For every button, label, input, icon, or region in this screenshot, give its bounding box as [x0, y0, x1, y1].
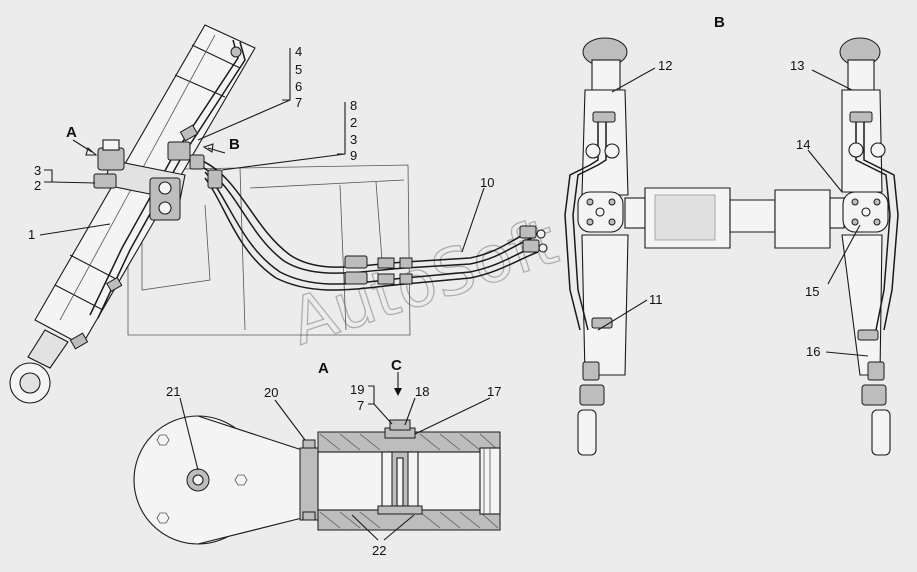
label-view-c: C [391, 357, 402, 374]
callout-22: 22 [372, 543, 386, 558]
leaders-right [597, 67, 869, 357]
label-view-b-title: B [714, 14, 725, 31]
callout-14: 14 [796, 137, 810, 152]
callout-10: 10 [480, 175, 494, 190]
callout-9: 9 [350, 148, 357, 163]
callout-17: 17 [487, 384, 501, 399]
callout-labels: A B B A C 1 2 3 4 5 6 7 8 2 3 9 10 11 12… [28, 14, 820, 558]
callout-8: 8 [350, 98, 357, 113]
callout-3-b: 3 [350, 132, 357, 147]
section-a [133, 415, 501, 545]
callout-7-b: 7 [357, 398, 364, 413]
callout-20: 20 [264, 385, 278, 400]
label-view-a: A [66, 124, 77, 141]
mount-bracket [93, 139, 191, 221]
callout-12: 12 [658, 58, 672, 73]
callout-16: 16 [806, 344, 820, 359]
callout-2-b: 2 [350, 115, 357, 130]
callout-2: 2 [34, 178, 41, 193]
callout-6: 6 [295, 79, 302, 94]
callout-1: 1 [28, 227, 35, 242]
callout-15: 15 [805, 284, 819, 299]
callout-21: 21 [166, 384, 180, 399]
hydraulic-cylinder [9, 24, 256, 404]
callout-4: 4 [295, 44, 302, 59]
callout-5: 5 [295, 62, 302, 77]
label-view-b: B [229, 136, 240, 153]
callout-7: 7 [295, 95, 302, 110]
callout-13: 13 [790, 58, 804, 73]
leaders-left [39, 48, 485, 253]
hose-pair [189, 154, 548, 291]
callout-11: 11 [649, 292, 663, 307]
arrow-c [394, 388, 402, 396]
leaders-section [179, 372, 491, 541]
callout-19: 19 [350, 382, 364, 397]
callout-18: 18 [415, 384, 429, 399]
label-section-a-title: A [318, 360, 329, 377]
callout-3: 3 [34, 163, 41, 178]
view-b-assembly [564, 37, 899, 456]
